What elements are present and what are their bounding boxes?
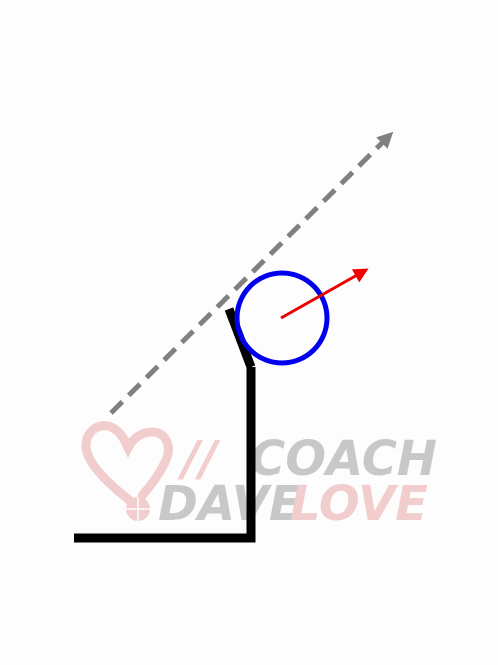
watermark-slashes: // — [177, 431, 221, 487]
watermark: // COACH DAVE LOVE — [81, 421, 437, 532]
watermark-dave: DAVE — [158, 476, 302, 532]
ball-circle-icon — [234, 270, 330, 366]
trajectory-dashed-arrow — [109, 131, 394, 415]
watermark-coach: COACH — [250, 431, 437, 487]
watermark-love: LOVE — [290, 476, 428, 532]
heart-basketball-logo — [81, 421, 173, 521]
velocity-arrow-icon — [280, 268, 369, 320]
player-legs — [74, 367, 256, 543]
